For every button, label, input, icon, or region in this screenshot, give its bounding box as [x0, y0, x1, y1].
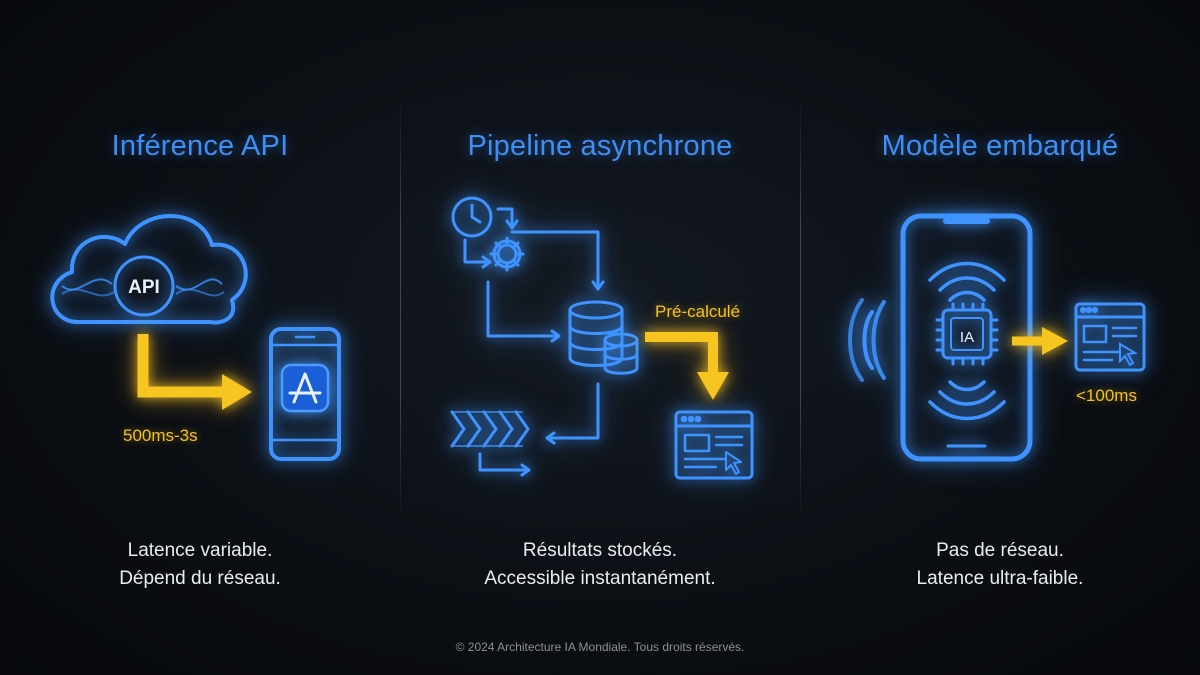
- precalc-arrow: [645, 332, 729, 400]
- cloud-icon: [50, 214, 248, 325]
- panel-title: Pipeline asynchrone: [467, 130, 733, 162]
- browser-window-icon: [1074, 302, 1146, 372]
- panel-description: Pas de réseau. Latence ultra-faible.: [800, 537, 1200, 593]
- ai-chip-icon: [935, 302, 999, 366]
- cloud-label: API: [128, 277, 160, 298]
- clock-icon: [451, 196, 493, 238]
- smartphone-icon: [269, 327, 341, 461]
- on-device-diagram: IA: [848, 213, 1146, 462]
- panel-title: Modèle embarqué: [881, 130, 1119, 162]
- panel-api-inference: Inférence API API 500ms-3s Latenc: [0, 0, 400, 675]
- latency-label: <100ms: [1076, 386, 1137, 405]
- desc-line-1: Résultats stockés.: [522, 540, 678, 561]
- desc-line-2: Latence ultra-faible.: [916, 568, 1084, 589]
- divider-right: [800, 95, 801, 525]
- desc-line-1: Pas de réseau.: [936, 540, 1064, 561]
- panel-title: Inférence API: [111, 130, 289, 162]
- panel-description: Résultats stockés. Accessible instantané…: [400, 537, 800, 593]
- desc-line-2: Accessible instantanément.: [484, 568, 716, 589]
- desc-line-1: Latence variable.: [127, 540, 273, 561]
- divider-left: [400, 95, 401, 525]
- desc-line-2: Dépend du réseau.: [119, 568, 281, 589]
- cursor-icon: [725, 451, 742, 475]
- gear-icon: [489, 236, 525, 272]
- async-pipeline-diagram: [450, 196, 754, 480]
- signal-waves-icon: [848, 298, 886, 382]
- output-arrow: [1012, 327, 1068, 355]
- precalc-label: Pré-calculé: [655, 302, 741, 321]
- latency-label: 500ms-3s: [123, 426, 198, 445]
- request-arrow: [137, 334, 252, 410]
- browser-window-icon: [674, 410, 754, 480]
- chevrons-icon: [450, 410, 530, 448]
- footer-copyright: © 2024 Architecture IA Mondiale. Tous dr…: [455, 640, 745, 654]
- cursor-icon: [1119, 342, 1138, 367]
- chip-label: IA: [960, 329, 974, 346]
- panel-description: Latence variable. Dépend du réseau.: [0, 537, 400, 593]
- database-icon: [568, 300, 639, 375]
- api-inference-diagram: API: [50, 214, 341, 461]
- app-store-icon: [280, 363, 330, 413]
- panel-on-device: Modèle embarqué: [800, 0, 1200, 675]
- panel-async-pipeline: Pipeline asynchrone: [400, 0, 800, 675]
